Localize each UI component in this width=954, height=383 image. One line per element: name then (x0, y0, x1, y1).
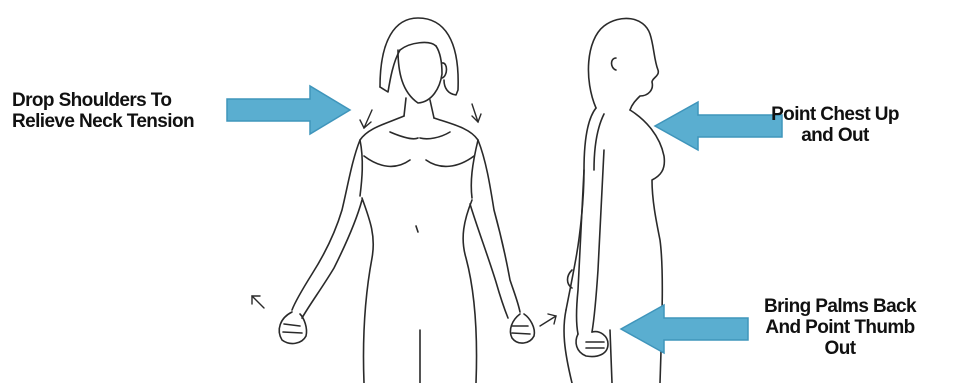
palms-label: Bring Palms Back And Point Thumb Out (740, 296, 940, 359)
chest-label-line-1: Point Chest Up (760, 104, 910, 125)
palms-label-line-2: And Point Thumb (740, 317, 940, 338)
palms-label-line-3: Out (740, 338, 940, 359)
shoulders-label-line-2: Relieve Neck Tension (12, 111, 194, 132)
shoulders-label: Drop Shoulders To Relieve Neck Tension (12, 90, 194, 132)
palms-label-line-1: Bring Palms Back (740, 296, 940, 317)
chest-label-line-2: and Out (760, 125, 910, 146)
shoulder-pointer-arrow (227, 86, 350, 134)
front-figure (279, 18, 534, 383)
palms-pointer-arrow (621, 305, 748, 353)
shoulders-label-line-1: Drop Shoulders To (12, 90, 194, 111)
chest-label: Point Chest Up and Out (760, 104, 910, 146)
